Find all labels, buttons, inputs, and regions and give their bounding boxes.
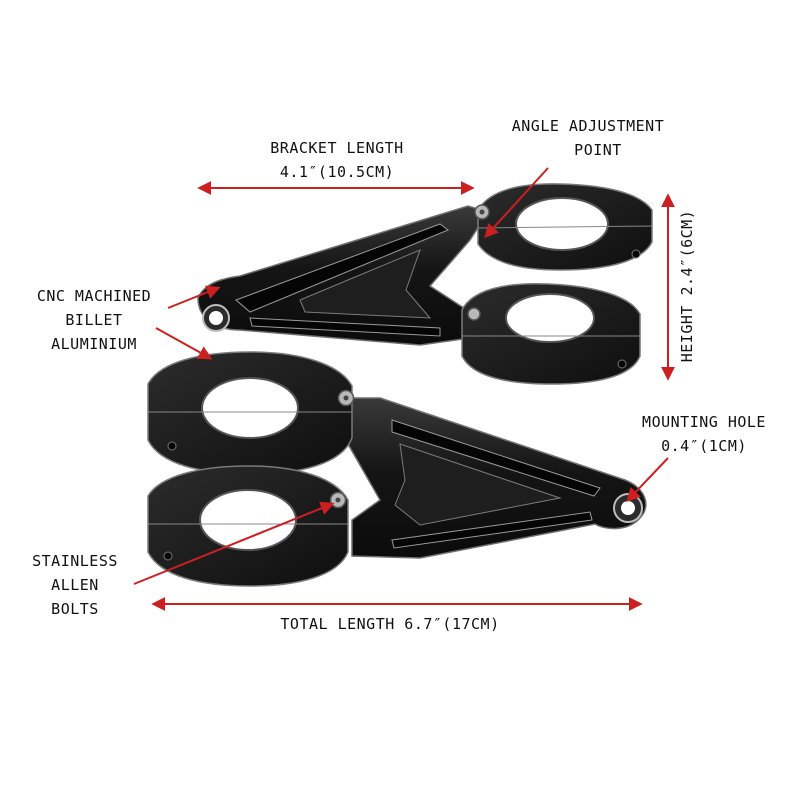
cnc-machined-line2: BILLET xyxy=(65,311,123,329)
angle-adjustment-subtitle: POINT xyxy=(574,141,622,159)
cnc-machined-line1: CNC MACHINED xyxy=(36,287,152,305)
bracket-length-label: BRACKET LENGTH 4.1″(10.5CM) xyxy=(232,136,442,184)
upper-bracket xyxy=(197,183,653,385)
cnc-machined-line3: ALUMINIUM xyxy=(51,335,137,353)
angle-adjustment-label: ANGLE ADJUSTMENT POINT xyxy=(476,114,700,162)
stainless-bolts-line1: STAINLESS xyxy=(32,552,118,570)
stainless-bolts-line3: BOLTS xyxy=(51,600,99,618)
bracket-length-value: 4.1″(10.5CM) xyxy=(279,163,395,181)
stainless-bolts-line2: ALLEN xyxy=(51,576,99,594)
lower-bracket xyxy=(147,351,647,587)
stainless-bolts-label: STAINLESS ALLEN BOLTS xyxy=(14,549,136,621)
mounting-hole-title: MOUNTING HOLE xyxy=(642,413,766,431)
bracket-length-title: BRACKET LENGTH xyxy=(270,139,404,157)
cnc-pointer-lower xyxy=(155,327,213,360)
total-length-label: TOTAL LENGTH 6.7″(17CM) xyxy=(280,615,500,633)
mounting-hole-value: 0.4″(1CM) xyxy=(661,437,747,455)
angle-adjustment-pointer xyxy=(484,167,549,239)
stainless-bolt-pointer xyxy=(133,501,335,585)
cnc-machined-label: CNC MACHINED BILLET ALUMINIUM xyxy=(10,284,178,356)
mounting-hole-pointer xyxy=(626,457,669,503)
cnc-pointer-upper xyxy=(167,285,221,309)
height-label: HEIGHT 2.4″(6CM) xyxy=(678,209,696,363)
angle-adjustment-title: ANGLE ADJUSTMENT xyxy=(511,117,665,135)
mounting-hole-label: MOUNTING HOLE 0.4″(1CM) xyxy=(614,410,794,458)
